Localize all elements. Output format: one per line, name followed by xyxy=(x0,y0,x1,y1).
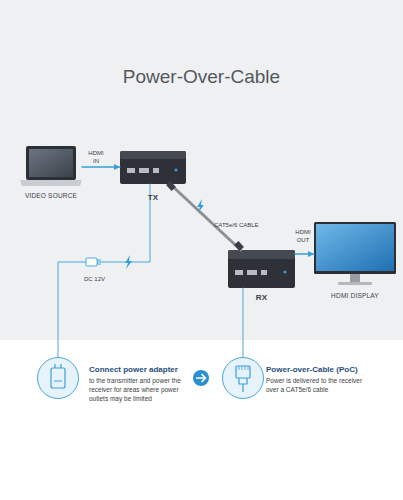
node-label: VIDEO SOURCE xyxy=(25,192,77,201)
next-arrow xyxy=(196,374,206,382)
edge-label: DC 12V xyxy=(84,276,105,284)
node-label: HDMI DISPLAY xyxy=(331,292,379,301)
rj45-plug xyxy=(234,241,244,251)
adapter-icon-prong xyxy=(60,364,61,368)
rx-port xyxy=(261,270,267,275)
edge-label: HDMI IN xyxy=(87,150,105,166)
tx-port xyxy=(153,168,159,173)
hdmi-out-arrow xyxy=(295,253,314,254)
adapter-icon-prong xyxy=(54,364,55,368)
adapter-symbol xyxy=(86,258,97,266)
plug-icon-pins xyxy=(239,366,248,370)
monitor-neck xyxy=(350,274,360,282)
transmitter-node: TX xyxy=(120,151,186,184)
info-heading: Power-over-Cable (PoC) xyxy=(266,365,396,376)
tx-led xyxy=(175,169,178,172)
rx-port xyxy=(235,270,243,275)
edge-label: HDMI OUT xyxy=(293,229,313,245)
background-panel xyxy=(0,0,403,340)
laptop-frame xyxy=(26,146,76,180)
rx-device xyxy=(228,250,295,288)
next-arrow-circle xyxy=(193,370,209,386)
adapter-icon-detail xyxy=(54,381,62,382)
info-body: Power is delivered to the receiver over … xyxy=(266,377,374,395)
power-line xyxy=(58,184,150,357)
receiver-node: RX xyxy=(228,250,295,288)
monitor-frame xyxy=(314,222,396,274)
info-body: to the transmitter and power the receive… xyxy=(89,377,189,403)
display-node: HDMI DISPLAY xyxy=(314,222,396,274)
tx-device xyxy=(120,151,186,184)
rx-led xyxy=(284,271,287,274)
tx-port xyxy=(127,168,135,173)
rx-top-face xyxy=(228,250,295,259)
adapter-prong xyxy=(97,264,101,265)
monitor-screen xyxy=(316,224,394,271)
hdmi-in-arrow xyxy=(82,166,120,167)
cat-cable xyxy=(170,184,241,250)
rx-port xyxy=(247,270,257,275)
laptop-base xyxy=(20,180,82,186)
info-heading: Connect power adapter xyxy=(89,365,209,376)
rj45-plug xyxy=(166,181,176,191)
diagram-title: Power-Over-Cable xyxy=(0,66,403,88)
adapter-info-circle: Connect power adapterto the transmitter … xyxy=(37,357,79,399)
power-bolt xyxy=(197,199,204,213)
plug-icon xyxy=(236,366,250,378)
video-source-node: VIDEO SOURCE xyxy=(20,146,82,186)
adapter-prong xyxy=(97,260,101,261)
adapter-icon xyxy=(51,368,65,388)
tx-top-face xyxy=(120,151,186,159)
tx-port xyxy=(139,168,149,173)
laptop-screen xyxy=(29,149,73,177)
edge-label: CAT5e/6 CABLE xyxy=(214,222,259,230)
power-bolt xyxy=(125,255,132,269)
node-label: TX xyxy=(148,193,159,204)
poc-info-circle: Power-over-Cable (PoC)Power is delivered… xyxy=(222,357,264,399)
plug-icon-cable xyxy=(239,378,247,392)
poc-line xyxy=(243,288,244,357)
node-label: RX xyxy=(256,293,268,304)
monitor-foot xyxy=(338,282,372,285)
